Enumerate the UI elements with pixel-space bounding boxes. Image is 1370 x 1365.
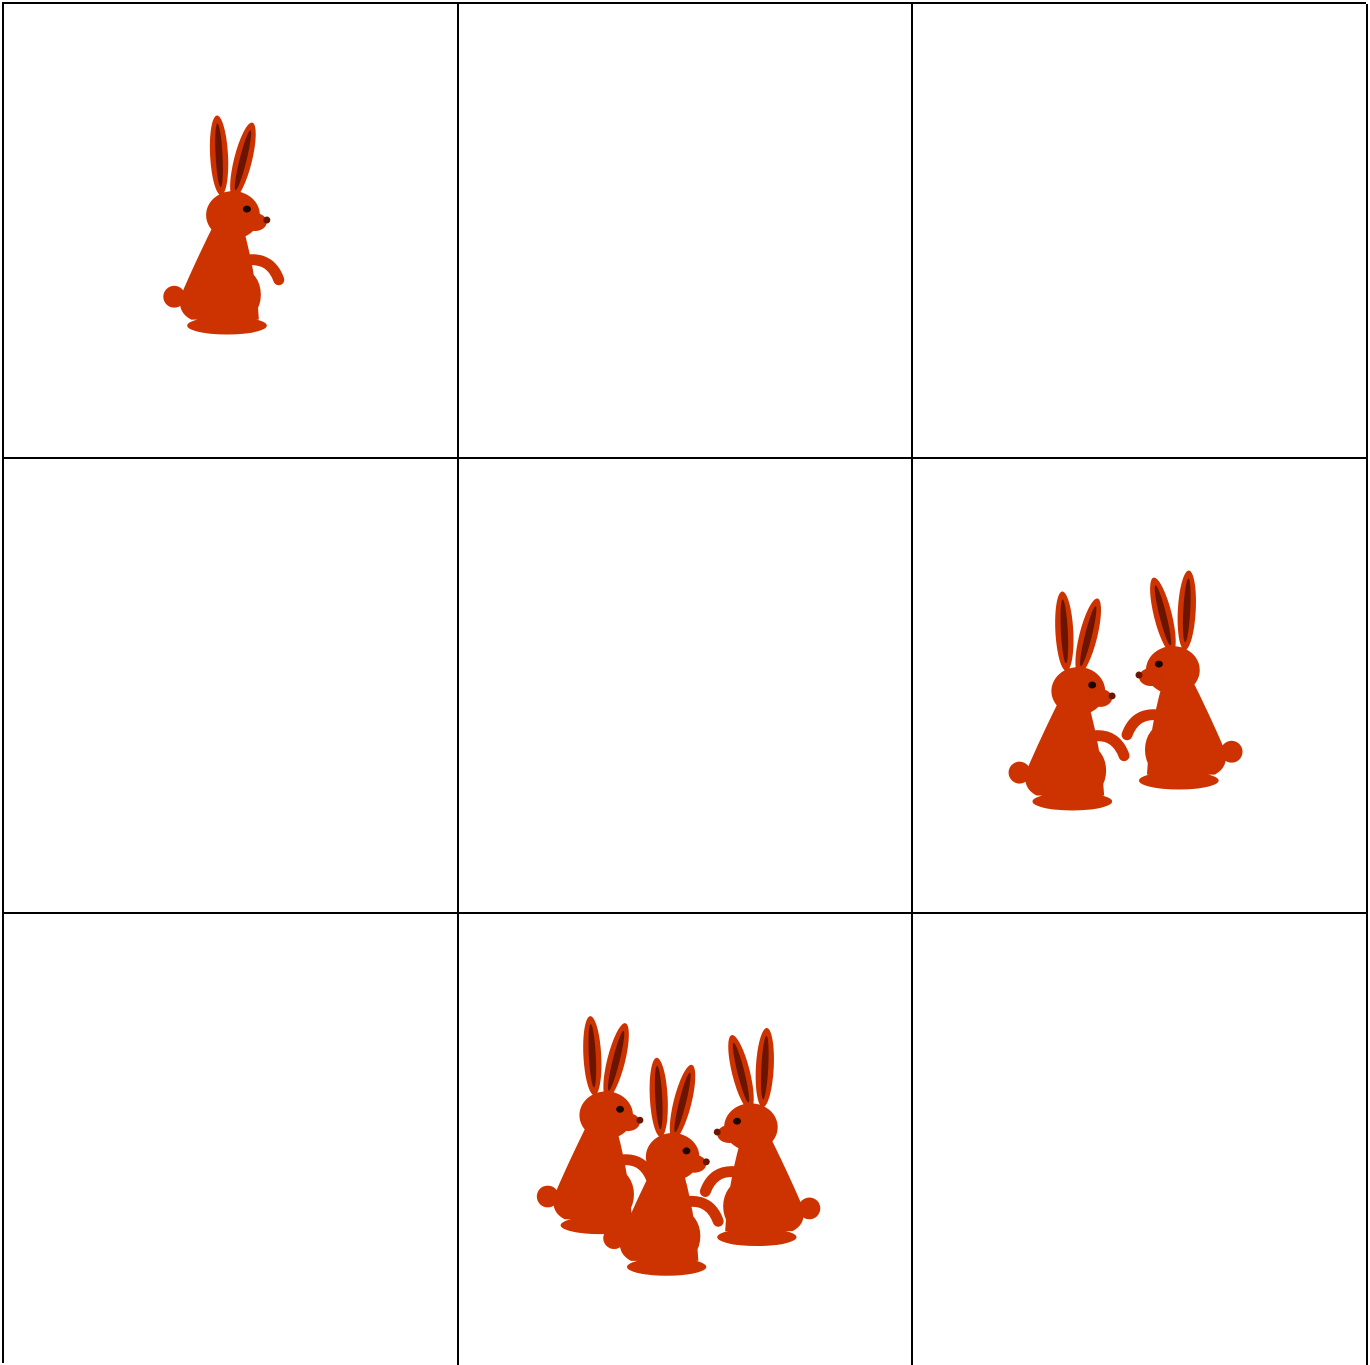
rabbit-icon xyxy=(1127,570,1242,789)
cell-r3-c2[interactable] xyxy=(459,914,913,1365)
rabbit-icon xyxy=(537,1016,652,1234)
rabbit-icon xyxy=(163,115,278,334)
rabbit-icon xyxy=(705,1028,820,1246)
cell-r1-c1[interactable] xyxy=(4,4,459,459)
cell-r2-c3[interactable] xyxy=(913,459,1368,914)
cell-r3-c3[interactable] xyxy=(913,914,1368,1365)
cell-r2-c1[interactable] xyxy=(4,459,459,914)
rabbit-group xyxy=(459,914,911,1365)
cell-r3-c1[interactable] xyxy=(4,914,459,1365)
rabbit-group xyxy=(913,459,1366,912)
rabbit-icon xyxy=(1009,591,1124,810)
rabbit-group xyxy=(4,4,457,457)
cell-r2-c2[interactable] xyxy=(459,459,913,914)
cell-r1-c2[interactable] xyxy=(459,4,913,459)
cell-r1-c3[interactable] xyxy=(913,4,1368,459)
